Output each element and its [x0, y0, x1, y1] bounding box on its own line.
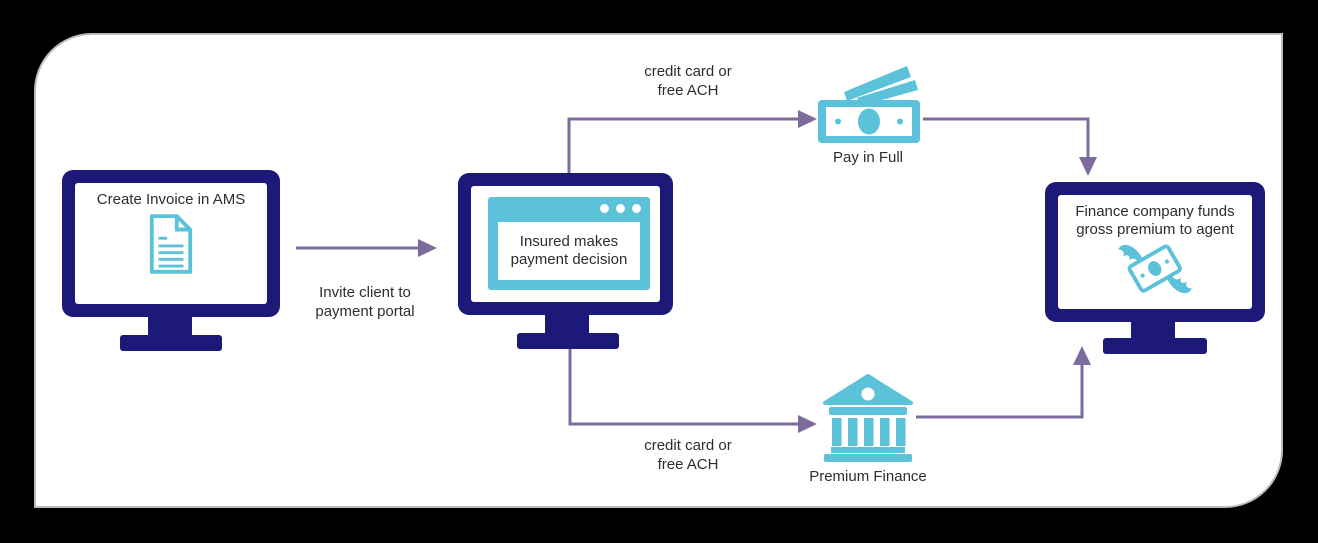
browser-window: Insured makes payment decision: [488, 197, 650, 290]
edge-bottom-branch-label: credit card or free ACH: [644, 437, 732, 473]
premium-finance-label: Premium Finance: [809, 468, 927, 485]
create-invoice-label: Create Invoice in AMS: [96, 191, 246, 208]
node-create-invoice-monitor: Create Invoice in AMS: [62, 170, 280, 317]
monitor-stand-neck: [148, 317, 192, 337]
monitor-stand-neck: [1131, 322, 1175, 340]
monitor-stand-base: [1103, 338, 1207, 354]
payment-decision-label: Insured makes payment decision: [498, 222, 640, 280]
node-finance-company-monitor: Finance company funds gross premium to a…: [1045, 182, 1265, 322]
monitor-stand-neck: [545, 315, 589, 335]
cash-icon: [818, 66, 920, 143]
payment-decision-screen: Insured makes payment decision: [471, 186, 660, 302]
finance-company-screen: Finance company funds gross premium to a…: [1058, 195, 1252, 309]
edge-top-branch-label: credit card or free ACH: [644, 63, 732, 99]
document-icon: [149, 214, 193, 274]
finance-company-label: Finance company funds gross premium to a…: [1075, 203, 1235, 238]
monitor-stand-base: [120, 335, 222, 351]
create-invoice-screen: Create Invoice in AMS: [75, 183, 267, 304]
monitor-stand-base: [517, 333, 619, 349]
pay-in-full-label: Pay in Full: [832, 149, 904, 166]
browser-dots-icon: [600, 204, 641, 213]
bank-icon: [823, 374, 913, 462]
node-payment-decision-monitor: Insured makes payment decision: [458, 173, 673, 315]
edge-invite-label: Invite client to payment portal: [315, 284, 415, 320]
winged-money-icon: [1118, 244, 1192, 294]
